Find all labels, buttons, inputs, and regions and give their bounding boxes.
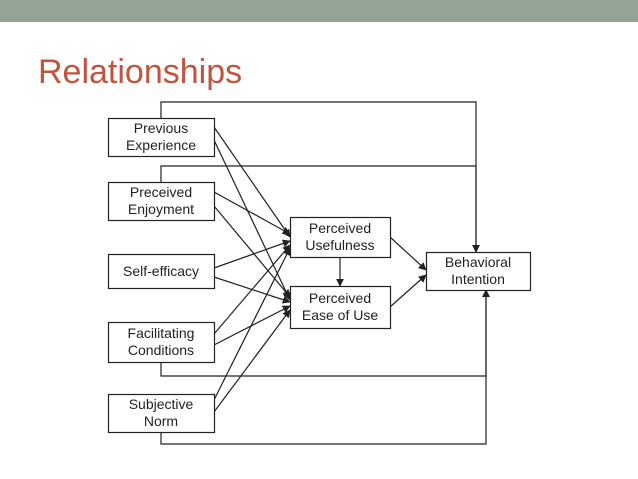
node-label-self-efficacy: Self-efficacy [123,262,199,279]
node-box-facilitating-conditions [107,321,216,364]
arrow-subjective-norm-to-behavioral-intention [160,289,490,445]
top-bar [0,0,638,22]
node-box-self-efficacy [107,253,216,290]
arrow-subjective-norm-to-perceived-usefulness [213,247,291,401]
arrow-preceived-enjoyment-to-perceived-usefulness [213,191,291,235]
node-label-perceived-usefulness: Perceived Usefulness [305,220,375,253]
node-box-previous-experience [107,117,216,158]
arrow-perceived-usefulness-to-behavioral-intention [389,236,427,271]
arrow-previous-experience-to-perceived-usefulness [213,126,291,238]
slide-title: Relationships [38,53,243,91]
arrow-perceived-ease-of-use-to-behavioral-intention [389,274,427,308]
arrow-facilitating-conditions-to-perceived-ease-of-use [213,305,291,346]
arrow-subjective-norm-to-perceived-ease-of-use [213,309,291,413]
node-label-perceived-ease-of-use: Perceived Ease of Use [301,290,379,323]
node-box-perceived-ease-of-use [289,285,392,330]
node-box-perceived-usefulness [289,216,392,259]
arrow-preceived-enjoyment-to-behavioral-intention [160,165,480,253]
arrow-self-efficacy-to-perceived-usefulness [213,239,291,269]
arrow-facilitating-conditions-to-perceived-usefulness [213,244,291,335]
node-label-previous-experience: Previous Experience [125,120,197,153]
node-box-subjective-norm [107,393,216,434]
edges-layer [160,101,490,445]
arrow-preceived-enjoyment-to-perceived-ease-of-use [213,205,291,298]
node-label-preceived-enjoyment: Preceived Enjoyment [127,184,195,217]
node-box-preceived-enjoyment [107,181,216,222]
nodes-layer [107,117,532,434]
node-label-behavioral-intention: Behavioral Intention [444,254,512,287]
node-box-behavioral-intention [425,251,532,292]
node-label-facilitating-conditions: Facilitating Conditions [127,325,195,358]
node-label-subjective-norm: Subjective Norm [128,396,194,429]
